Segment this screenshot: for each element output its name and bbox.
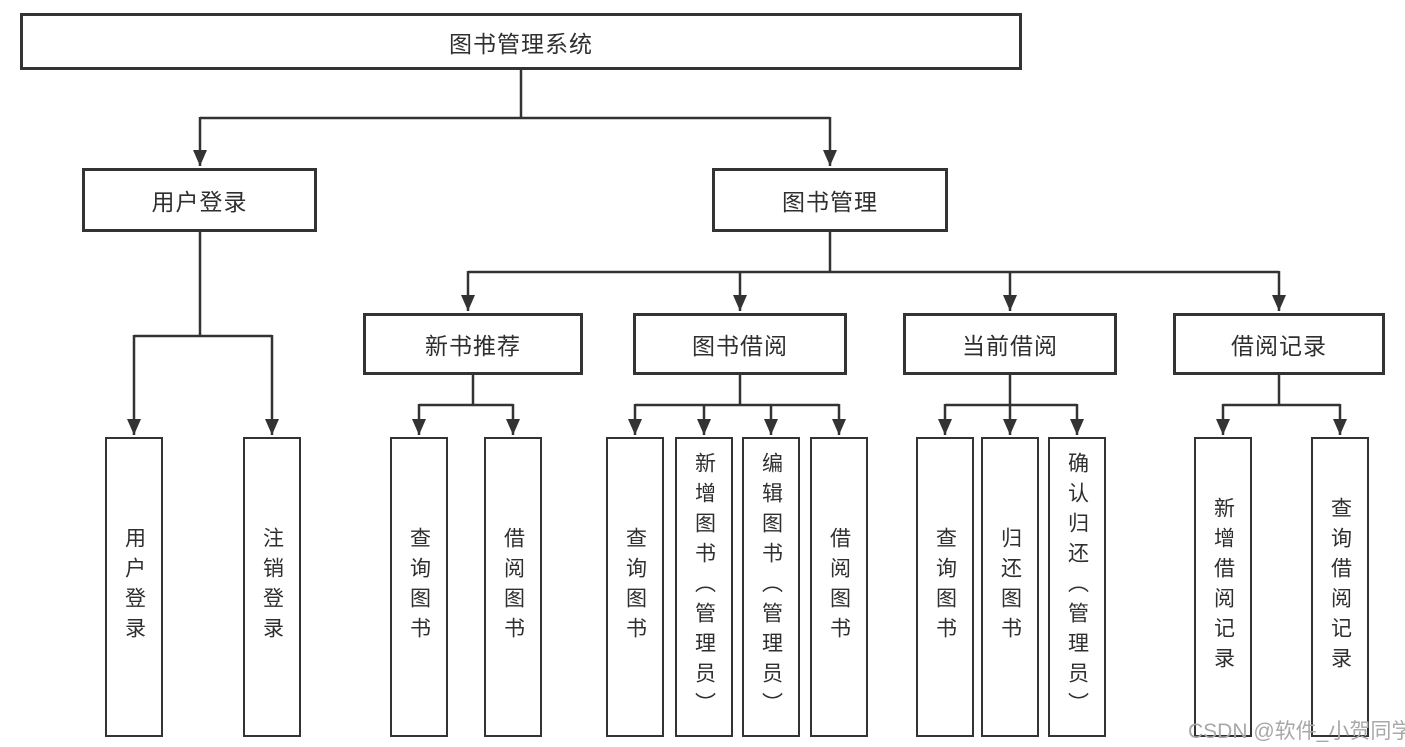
leaf-query-borrow-record: 查询借阅记录	[1311, 437, 1369, 737]
leaf-logout-label: 注销登录	[260, 527, 284, 647]
leaf-query-books-recommend-label: 查询图书	[407, 527, 431, 647]
node-new-book-recommend: 新书推荐	[363, 313, 583, 375]
leaf-user-login-label: 用户登录	[122, 527, 146, 647]
leaf-edit-book-admin-label: 编辑图书（管理员）	[759, 452, 783, 722]
node-book-borrowing: 图书借阅	[633, 313, 847, 375]
leaf-query-books-current-label: 查询图书	[933, 527, 957, 647]
leaf-borrow-book: 借阅图书	[810, 437, 868, 737]
leaf-user-login: 用户登录	[105, 437, 163, 737]
leaf-add-book-admin-label: 新增图书（管理员）	[692, 452, 716, 722]
node-book-management-module: 图书管理	[712, 168, 948, 232]
leaf-edit-book-admin: 编辑图书（管理员）	[742, 437, 800, 737]
leaf-borrow-book-label: 借阅图书	[827, 527, 851, 647]
node-current-borrowing: 当前借阅	[903, 313, 1117, 375]
node-borrow-records: 借阅记录	[1173, 313, 1385, 375]
leaf-add-borrow-record-label: 新增借阅记录	[1211, 497, 1235, 677]
leaf-confirm-return-admin: 确认归还（管理员）	[1048, 437, 1106, 737]
leaf-query-borrow-record-label: 查询借阅记录	[1328, 497, 1352, 677]
csdn-watermark: CSDN @软件_小贺同学	[1188, 720, 1405, 743]
leaf-confirm-return-admin-label: 确认归还（管理员）	[1065, 452, 1089, 722]
leaf-borrow-books-recommend: 借阅图书	[484, 437, 542, 737]
leaf-query-books-borrowing: 查询图书	[606, 437, 664, 737]
leaf-add-borrow-record: 新增借阅记录	[1194, 437, 1252, 737]
leaf-query-books-recommend: 查询图书	[390, 437, 448, 737]
node-user-login-module: 用户登录	[82, 168, 317, 232]
leaf-query-books-borrowing-label: 查询图书	[623, 527, 647, 647]
leaf-add-book-admin: 新增图书（管理员）	[675, 437, 733, 737]
leaf-logout: 注销登录	[243, 437, 301, 737]
leaf-borrow-books-recommend-label: 借阅图书	[501, 527, 525, 647]
leaf-return-book-label: 归还图书	[998, 527, 1022, 647]
leaf-query-books-current: 查询图书	[916, 437, 974, 737]
leaf-return-book: 归还图书	[981, 437, 1039, 737]
root-node-system: 图书管理系统	[20, 13, 1022, 70]
